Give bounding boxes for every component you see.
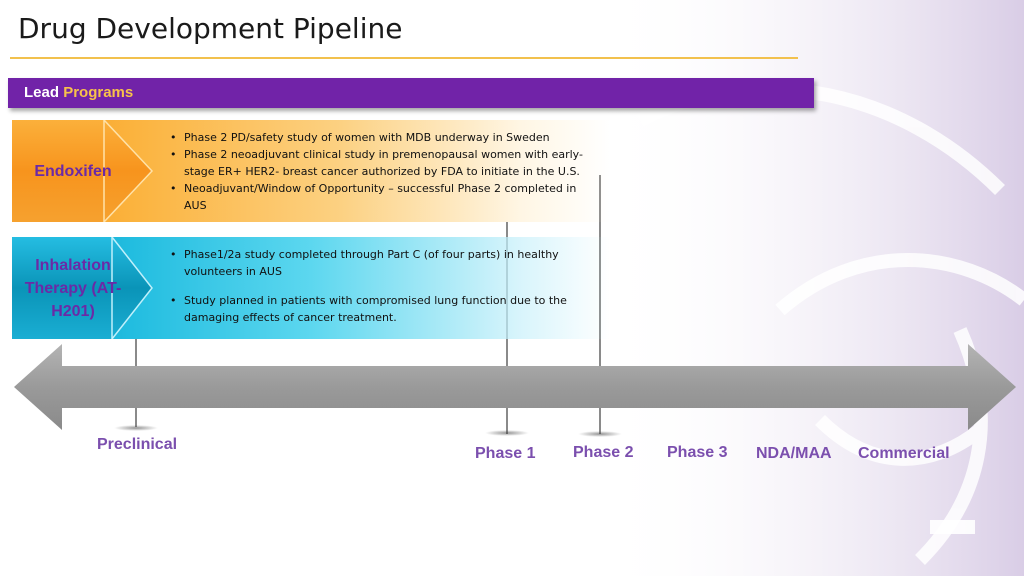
phase1-marker-shadow [485,430,529,436]
phase-label-nda-maa: NDA/MAA [756,445,832,462]
phase-label-phase1: Phase 1 [475,445,536,462]
bullet-item: Phase 2 neoadjuvant clinical study in pr… [170,146,600,180]
programs-label: Programs [63,84,134,101]
phase-label-phase3: Phase 3 [667,444,728,461]
program-row-inhalation: Inhalation Therapy (AT-H201) Phase1/2a s… [12,237,610,339]
phase2-marker-shadow [578,431,622,437]
page-title: Drug Development Pipeline [18,12,403,45]
lead-label: Lead [24,84,60,101]
phase-label-phase2: Phase 2 [573,444,634,461]
inhalation-label: Inhalation Therapy (AT-H201) [24,257,122,320]
phase-label-commercial: Commercial [858,445,950,462]
timeline-arrow [14,344,1016,430]
title-underline [10,57,798,59]
preclinical-marker-shadow [114,425,158,431]
endoxifen-chevron [12,120,154,222]
bullet-item: Study planned in patients with compromis… [170,292,600,326]
endoxifen-bullets: Phase 2 PD/safety study of women with MD… [170,129,600,214]
program-row-endoxifen: Endoxifen Phase 2 PD/safety study of wom… [12,120,610,222]
bullet-item: Phase1/2a study completed through Part C… [170,246,600,280]
endoxifen-label: Endoxifen [34,163,112,180]
inhalation-chevron [12,237,153,339]
bullet-item: Neoadjuvant/Window of Opportunity – succ… [170,180,600,214]
phase-label-preclinical: Preclinical [97,436,178,453]
inhalation-bullets: Phase1/2a study completed through Part C… [170,246,600,326]
lead-programs-bar: Lead Programs [8,78,814,108]
bullet-item: Phase 2 PD/safety study of women with MD… [170,129,600,146]
